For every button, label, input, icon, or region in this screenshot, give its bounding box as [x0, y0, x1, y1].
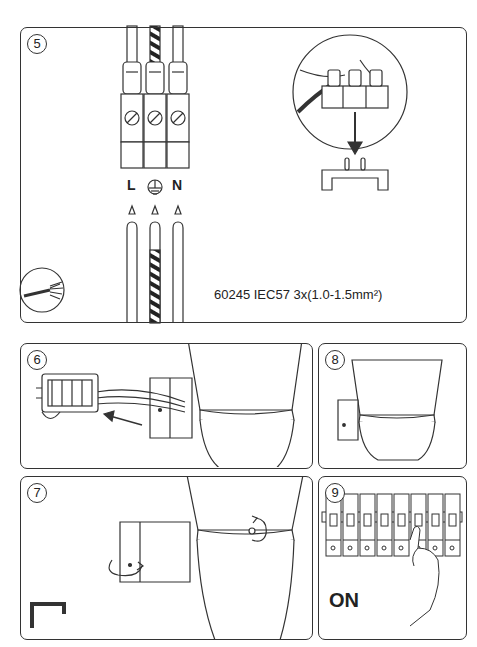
lamp-illustration: [338, 360, 442, 460]
step-number: 8: [325, 350, 345, 370]
step-panel: 5: [20, 27, 467, 323]
step-panel: 6: [20, 343, 313, 469]
step-panel: 9: [318, 476, 467, 640]
hex-key: [32, 604, 64, 628]
step-panel: 7: [20, 476, 313, 640]
terminal-letter: N: [172, 177, 182, 193]
cable-spec: 60245 IEC57 3x(1.0-1.5mm²): [214, 287, 382, 302]
step-number: 9: [325, 483, 345, 503]
step-panel: 8: [318, 343, 467, 469]
terminal-letter: L: [127, 177, 136, 193]
breaker-panel: [322, 494, 462, 626]
switch-state: ON: [329, 589, 359, 612]
step-number: 5: [27, 34, 47, 54]
step-number: 7: [27, 483, 47, 503]
lamp-illustration: [36, 344, 302, 467]
step-number: 6: [27, 350, 47, 370]
lamp-illustration: [109, 477, 304, 639]
terminal-illustration: [20, 26, 407, 323]
